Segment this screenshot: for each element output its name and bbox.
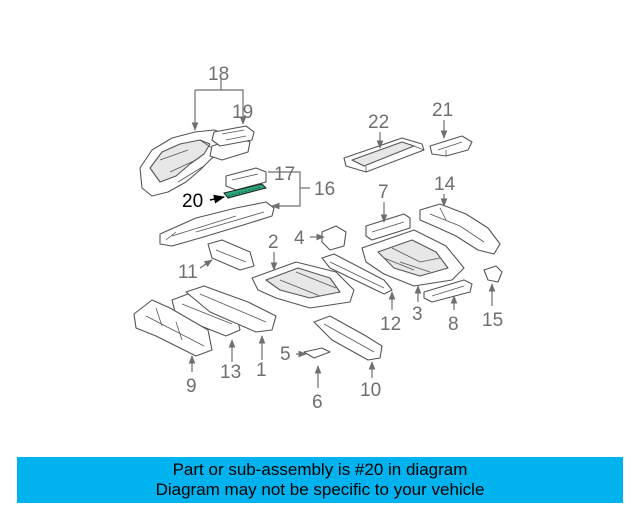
callout-15: 15 (482, 310, 503, 331)
callout-13: 13 (220, 362, 241, 383)
parts-diagram: 18 19 17 16 20 22 21 7 14 4 2 11 3 12 8 … (133, 64, 503, 413)
part-3-rear-floor-pan (361, 229, 465, 287)
callout-9: 9 (186, 376, 197, 397)
callout-5: 5 (280, 344, 291, 365)
leader-lines (188, 78, 496, 388)
part-18-wheelhouse-panel (139, 129, 251, 197)
callout-19: 19 (232, 102, 253, 123)
banner-line-2: Diagram may not be specific to your vehi… (155, 480, 485, 499)
callout-1: 1 (256, 360, 267, 381)
callout-4: 4 (294, 228, 305, 249)
part-9-front-floor (133, 299, 213, 357)
callout-10: 10 (360, 380, 381, 401)
part-15-small-bracket (483, 265, 503, 283)
part-2-center-floor (251, 261, 355, 309)
part-17-plate (225, 167, 267, 191)
callout-6: 6 (312, 392, 323, 413)
part-8-plate (423, 279, 473, 303)
part-5-clip (303, 347, 331, 359)
callout-17: 17 (274, 164, 295, 185)
part-21-bracket (429, 135, 473, 157)
part-4-bracket (321, 225, 347, 251)
callout-14: 14 (434, 174, 456, 195)
callout-3: 3 (412, 304, 423, 325)
callout-labels: 18 19 17 16 20 22 21 7 14 4 2 11 3 12 8 … (178, 64, 503, 413)
callout-2: 2 (268, 232, 279, 253)
part-20-highlighted-reinforcement (223, 183, 267, 199)
callout-20: 20 (182, 191, 203, 212)
part-7-crossmember (365, 213, 411, 241)
callout-16: 16 (314, 179, 335, 200)
callout-11: 11 (178, 262, 198, 283)
part-14-rear-rail (419, 203, 501, 255)
info-banner: Part or sub-assembly is #20 in diagram D… (17, 457, 623, 503)
part-1-floor-panel (185, 285, 277, 333)
callout-18: 18 (208, 64, 229, 85)
part-22-tray (343, 137, 425, 173)
callout-8: 8 (448, 314, 459, 335)
part-11-member (207, 239, 255, 271)
callout-21: 21 (432, 100, 453, 121)
part-10-long-member (313, 315, 383, 361)
banner-line-1: Part or sub-assembly is #20 in diagram (172, 460, 468, 479)
part-12-cross-bar (321, 253, 393, 295)
part-19-bracket (211, 125, 255, 147)
callout-22: 22 (368, 112, 389, 133)
callout-7: 7 (378, 182, 389, 203)
callout-12: 12 (380, 314, 401, 335)
part-16-side-member (159, 201, 275, 247)
